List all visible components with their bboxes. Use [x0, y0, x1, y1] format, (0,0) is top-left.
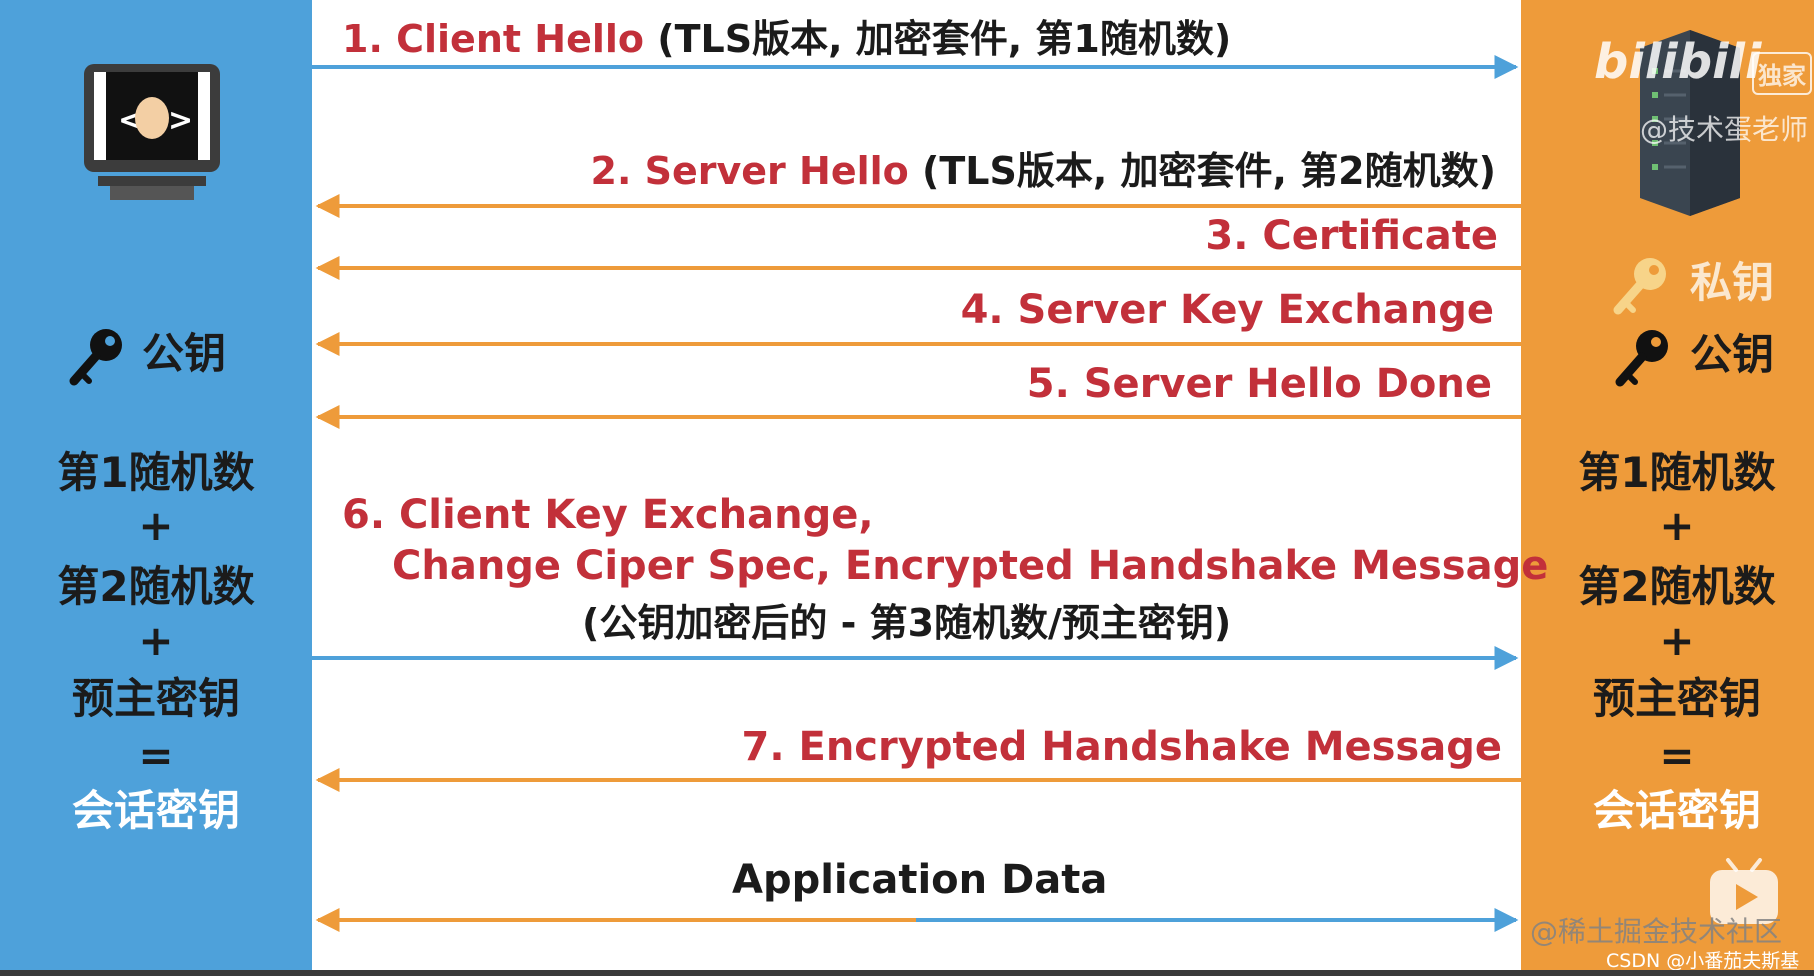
- server-rack-icon: [1640, 30, 1740, 216]
- client-session-key: 会话密钥: [71, 786, 240, 835]
- exclusive-badge: 独家: [1752, 52, 1812, 95]
- message-6-line2: Change Ciper Spec, Encrypted Handshake M…: [392, 543, 1549, 589]
- message-2-detail: (TLS版本, 加密套件, 第2随机数): [921, 149, 1496, 193]
- monitor-icon: < >: [84, 64, 220, 200]
- message-2-title: 2. Server Hello: [590, 149, 909, 193]
- server-plus2: +: [1659, 616, 1695, 665]
- client-equals: =: [138, 731, 174, 780]
- client-random1: 第1随机数: [57, 448, 255, 497]
- message-4-server-key-exchange: 4. Server Key Exchange: [960, 287, 1494, 333]
- client-premaster: 预主密钥: [71, 674, 240, 723]
- message-2: 2. Server Hello (TLS版本, 加密套件, 第2随机数): [591, 152, 1496, 190]
- message-6-line1: 6. Client Key Exchange,: [342, 492, 874, 538]
- client-plus1: +: [138, 501, 174, 550]
- client-public-key-label: 公钥: [142, 329, 227, 378]
- server-session-key: 会话密钥: [1592, 786, 1761, 835]
- message-1-title: 1. Client Hello: [342, 17, 644, 61]
- server-private-key-label: 私钥: [1690, 258, 1775, 307]
- tv-logo-icon: [1710, 858, 1778, 924]
- server-public-key-label: 公钥: [1690, 330, 1775, 379]
- message-3-certificate: 3. Certificate: [1205, 213, 1498, 259]
- juejin-watermark: @稀土掘金技术社区: [1530, 915, 1783, 948]
- application-data-label: Application Data: [732, 857, 1108, 903]
- client-random2: 第2随机数: [57, 562, 255, 611]
- author-watermark: @技术蛋老师: [1640, 113, 1809, 146]
- key-icon: [1615, 330, 1668, 387]
- server-equals: =: [1659, 731, 1695, 780]
- client-plus2: +: [138, 616, 174, 665]
- message-7-encrypted-handshake: 7. Encrypted Handshake Message: [741, 724, 1502, 770]
- svg-text:>: >: [168, 103, 193, 138]
- csdn-watermark: CSDN @小番茄夫斯基: [1606, 950, 1800, 972]
- server-random2: 第2随机数: [1578, 562, 1776, 611]
- bottom-border: [0, 970, 1814, 976]
- key-icon: [69, 329, 122, 386]
- message-5-server-hello-done: 5. Server Hello Done: [1026, 361, 1492, 407]
- server-random1: 第1随机数: [1578, 448, 1776, 497]
- server-premaster: 预主密钥: [1592, 674, 1761, 723]
- message-1: 1. Client Hello (TLS版本, 加密套件, 第1随机数): [342, 20, 1231, 58]
- bilibili-logo: bilibili: [1594, 34, 1762, 90]
- message-6-detail: (公钥加密后的 - 第3随机数/预主密钥): [582, 601, 1232, 645]
- message-1-detail: (TLS版本, 加密套件, 第1随机数): [657, 17, 1232, 61]
- server-plus1: +: [1659, 501, 1695, 550]
- key-icon: [1613, 258, 1666, 315]
